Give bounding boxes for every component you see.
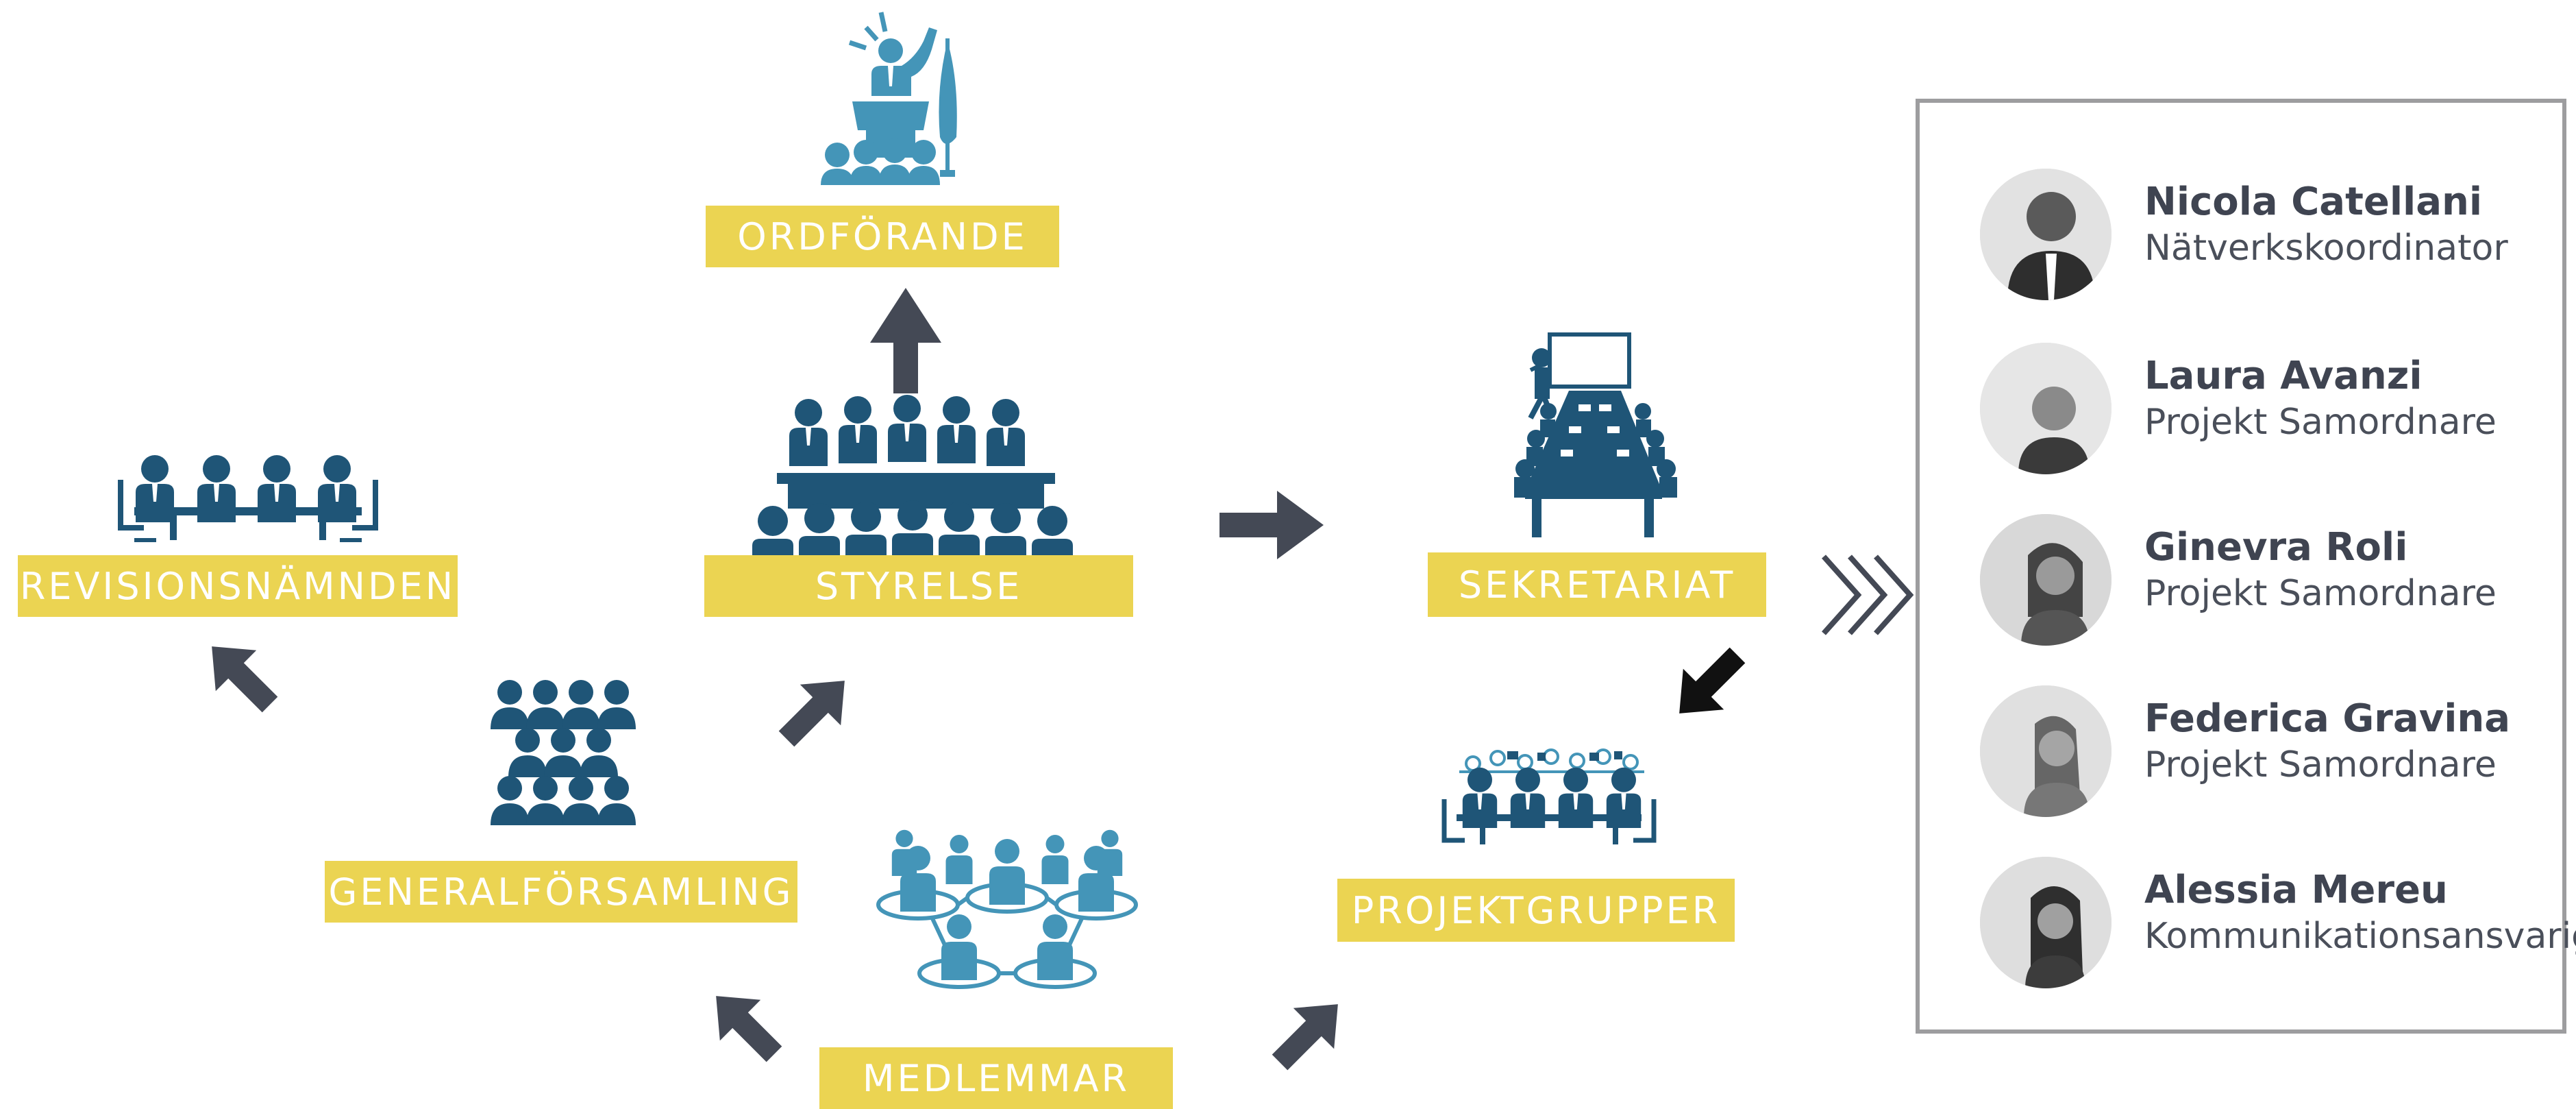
label-medlemmar: MEDLEMMAR bbox=[819, 1047, 1173, 1109]
member-name: Laura Avanzi bbox=[2144, 354, 2423, 398]
label-generalforsamling: GENERALFÖRSAMLING bbox=[325, 861, 797, 923]
avatar bbox=[1980, 343, 2111, 474]
audit-table-icon bbox=[118, 455, 378, 542]
member-network-icon bbox=[876, 829, 1138, 989]
label-revisionsnamnden: REVISIONSNÄMNDEN bbox=[18, 555, 458, 617]
member-name: Nicola Catellani bbox=[2144, 180, 2483, 224]
label-styrelse: STYRELSE bbox=[704, 555, 1133, 617]
arrow-sekretariat-to-projektgrupper bbox=[1679, 647, 1746, 714]
avatar bbox=[1980, 857, 2111, 988]
speaker-podium-icon bbox=[821, 12, 957, 185]
arrow-generalforsamling-to-revisionsnamnden bbox=[212, 646, 278, 713]
conference-room-icon bbox=[1514, 332, 1677, 537]
avatar bbox=[1980, 169, 2111, 300]
member-name: Alessia Mereu bbox=[2144, 868, 2448, 912]
member-role: Projekt Samordnare bbox=[2144, 402, 2497, 443]
team-member: Federica Gravina Projekt Samordnare bbox=[1950, 685, 2553, 822]
member-name: Federica Gravina bbox=[2144, 696, 2511, 741]
member-role: Projekt Samordnare bbox=[2144, 573, 2497, 614]
avatar bbox=[1980, 514, 2111, 646]
arrow-styrelse-to-sekretariat bbox=[1219, 491, 1324, 559]
member-role: Kommunikationsansvarig bbox=[2144, 916, 2576, 957]
double-chevron-icon bbox=[1822, 554, 1914, 635]
label-ordforande: ORDFÖRANDE bbox=[706, 206, 1059, 267]
member-role: Nätverkskoordinator bbox=[2144, 228, 2508, 269]
team-member: Laura Avanzi Projekt Samordnare bbox=[1950, 343, 2553, 480]
label-sekretariat: SEKRETARIAT bbox=[1428, 552, 1766, 617]
member-name: Ginevra Roli bbox=[2144, 525, 2408, 570]
assembly-crowd-icon bbox=[491, 680, 636, 825]
board-meeting-icon bbox=[752, 395, 1073, 562]
team-member: Alessia Mereu Kommunikationsansvarig bbox=[1950, 857, 2576, 994]
project-team-icon bbox=[1441, 748, 1657, 844]
avatar bbox=[1980, 685, 2111, 817]
team-member: Nicola Catellani Nätverkskoordinator bbox=[1950, 169, 2553, 306]
member-role: Projekt Samordnare bbox=[2144, 744, 2497, 785]
arrow-styrelse-to-ordforande bbox=[870, 288, 941, 393]
team-panel: Nicola Catellani Nätverkskoordinator Lau… bbox=[1916, 99, 2576, 1034]
arrow-medlemmar-to-generalforsamling bbox=[716, 996, 782, 1062]
label-projektgrupper: PROJEKTGRUPPER bbox=[1337, 879, 1735, 942]
arrow-medlemmar-to-projektgrupper bbox=[1272, 1004, 1338, 1071]
arrow-generalforsamling-to-styrelse bbox=[778, 681, 845, 747]
team-member: Ginevra Roli Projekt Samordnare bbox=[1950, 514, 2553, 651]
